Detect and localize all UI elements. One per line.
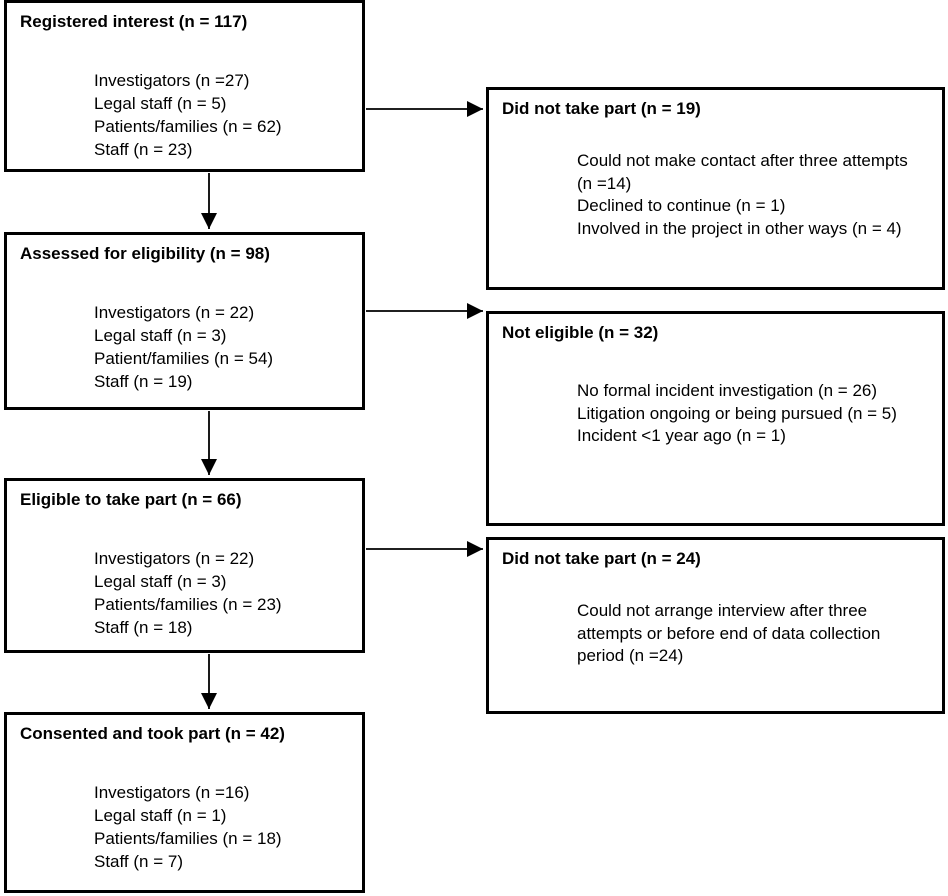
stage-title: Assessed for eligibility (n = 98) <box>20 244 270 263</box>
exclusion-box-not-eligible: Not eligible (n = 32) No formal incident… <box>486 311 945 526</box>
stage-item: Patients/families (n = 23) <box>94 595 282 614</box>
stage-item: Staff (n = 7) <box>94 852 183 871</box>
exclusion-title: Not eligible (n = 32) <box>502 323 659 342</box>
exclusion-title: Did not take part (n = 19) <box>502 99 701 118</box>
stage-box-eligible-to-take-part: Eligible to take part (n = 66) Investiga… <box>4 478 365 653</box>
exclusion-item-list: Could not arrange interview after three … <box>577 600 927 668</box>
stage-title: Registered interest (n = 117) <box>20 12 248 31</box>
stage-item: Legal staff (n = 1) <box>94 806 227 825</box>
stage-item-list: Investigators (n = 22) Legal staff (n = … <box>94 547 282 639</box>
exclusion-item-list: Could not make contact after three attem… <box>577 150 927 240</box>
stage-item: Patients/families (n = 62) <box>94 117 282 136</box>
exclusion-item: Could not make contact after three attem… <box>577 151 908 193</box>
stage-title: Eligible to take part (n = 66) <box>20 490 242 509</box>
stage-item: Investigators (n = 22) <box>94 549 255 568</box>
exclusion-item: Incident <1 year ago (n = 1) <box>577 426 786 445</box>
exclusion-box-did-not-take-part-2: Did not take part (n = 24) Could not arr… <box>486 537 945 714</box>
stage-item-list: Investigators (n =16) Legal staff (n = 1… <box>94 781 282 873</box>
stage-item: Staff (n = 18) <box>94 618 193 637</box>
stage-item: Staff (n = 19) <box>94 372 193 391</box>
stage-box-consented-and-took-part: Consented and took part (n = 42) Investi… <box>4 712 365 893</box>
stage-item: Investigators (n = 22) <box>94 303 255 322</box>
stage-item: Legal staff (n = 3) <box>94 572 227 591</box>
stage-item: Patient/families (n = 54) <box>94 349 274 368</box>
exclusion-box-did-not-take-part-1: Did not take part (n = 19) Could not mak… <box>486 87 945 290</box>
stage-item: Investigators (n =16) <box>94 783 250 802</box>
stage-item: Staff (n = 23) <box>94 140 193 159</box>
exclusion-item: Involved in the project in other ways (n… <box>577 218 902 238</box>
stage-box-registered-interest: Registered interest (n = 117) Investigat… <box>4 0 365 172</box>
exclusion-item-list: No formal incident investigation (n = 26… <box>577 380 927 448</box>
exclusion-title: Did not take part (n = 24) <box>502 549 701 568</box>
stage-item: Legal staff (n = 5) <box>94 94 227 113</box>
exclusion-item: No formal incident investigation (n = 26… <box>577 381 878 400</box>
stage-item: Patients/families (n = 18) <box>94 829 282 848</box>
stage-item: Legal staff (n = 3) <box>94 326 227 345</box>
stage-box-assessed-for-eligibility: Assessed for eligibility (n = 98) Invest… <box>4 232 365 410</box>
stage-item-list: Investigators (n =27) Legal staff (n = 5… <box>94 69 282 161</box>
exclusion-item: Litigation ongoing or being pursued (n =… <box>577 403 897 423</box>
stage-item: Investigators (n =27) <box>94 71 250 90</box>
exclusion-item: Declined to continue (n = 1) <box>577 196 786 215</box>
stage-item-list: Investigators (n = 22) Legal staff (n = … <box>94 301 273 393</box>
stage-title: Consented and took part (n = 42) <box>20 724 285 743</box>
exclusion-item: Could not arrange interview after three … <box>577 601 881 665</box>
